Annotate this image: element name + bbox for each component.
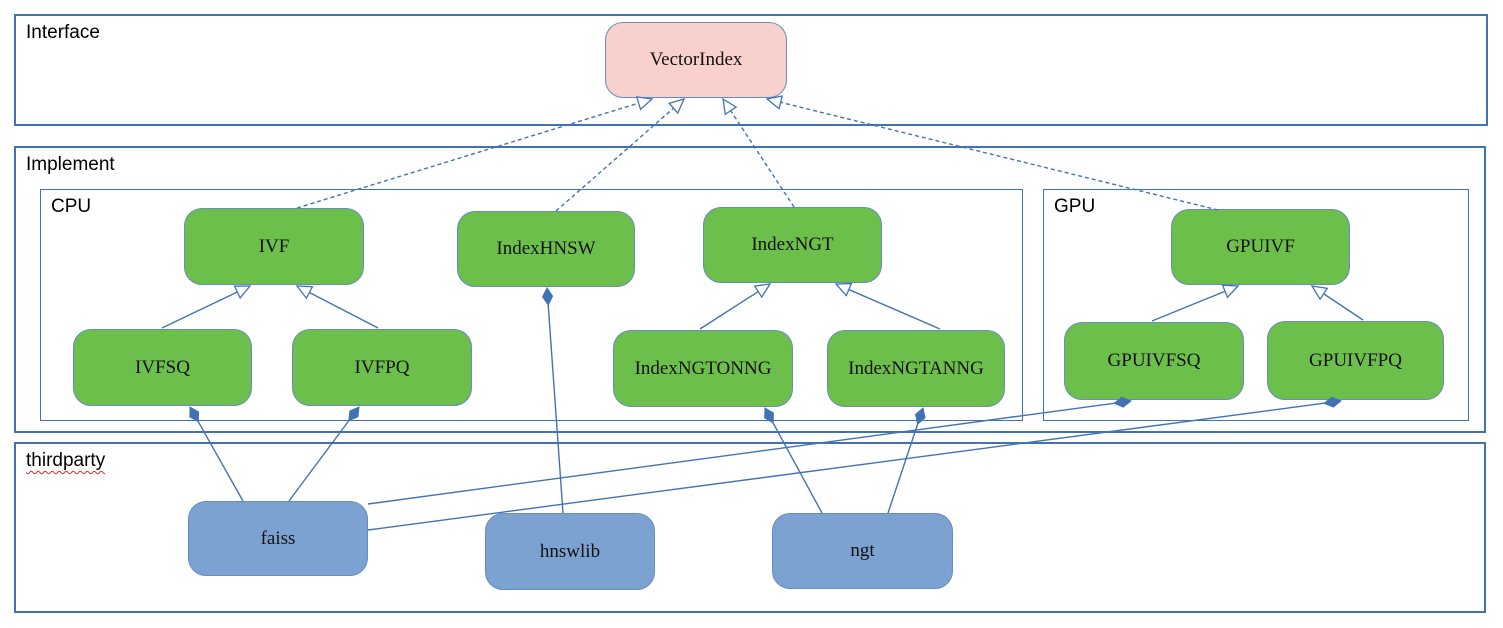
node-ivfpq: IVFPQ — [292, 329, 472, 406]
cpu-label: CPU — [51, 196, 92, 217]
node-indexngt: IndexNGT — [703, 207, 882, 283]
node-indexhnsw-label: IndexHNSW — [496, 238, 596, 259]
node-indexngtonng-label: IndexNGTONNG — [634, 357, 772, 379]
node-indexngtanng: IndexNGTANNG — [827, 330, 1005, 407]
node-indexngtonng: IndexNGTONNG — [613, 330, 793, 407]
node-ngt-label: ngt — [850, 540, 875, 561]
node-gpuivfsq: GPUIVFSQ — [1064, 322, 1244, 400]
node-hnswlib: hnswlib — [485, 513, 655, 590]
node-gpuivf: GPUIVF — [1171, 209, 1350, 285]
node-ivfsq-label: IVFSQ — [135, 356, 190, 378]
node-gpuivfpq-label: GPUIVFPQ — [1309, 349, 1402, 371]
node-hnswlib-label: hnswlib — [539, 540, 601, 562]
node-faiss-label: faiss — [260, 527, 296, 549]
node-indexngt-label: IndexNGT — [751, 234, 834, 255]
node-ivf-label: IVF — [258, 235, 290, 257]
node-gpuivf-label: GPUIVF — [1226, 236, 1295, 257]
node-vectorindex: VectorIndex — [605, 22, 787, 98]
node-ivfsq: IVFSQ — [73, 329, 252, 406]
node-ivf: IVF — [184, 208, 364, 285]
thirdparty-label: thirdparty — [26, 450, 106, 471]
node-faiss: faiss — [188, 501, 368, 576]
gpu-label: GPU — [1054, 196, 1096, 217]
node-indexhnsw: IndexHNSW — [457, 211, 635, 287]
node-ivfpq-label: IVFPQ — [354, 356, 410, 378]
node-ngt: ngt — [772, 513, 953, 589]
interface-label: Interface — [26, 22, 100, 43]
node-gpuivfpq: GPUIVFPQ — [1267, 321, 1444, 400]
implement-label: Implement — [26, 154, 115, 175]
node-indexngtanng-label: IndexNGTANNG — [848, 357, 984, 379]
node-gpuivfsq-label: GPUIVFSQ — [1107, 350, 1201, 371]
node-vectorindex-label: VectorIndex — [649, 49, 743, 70]
